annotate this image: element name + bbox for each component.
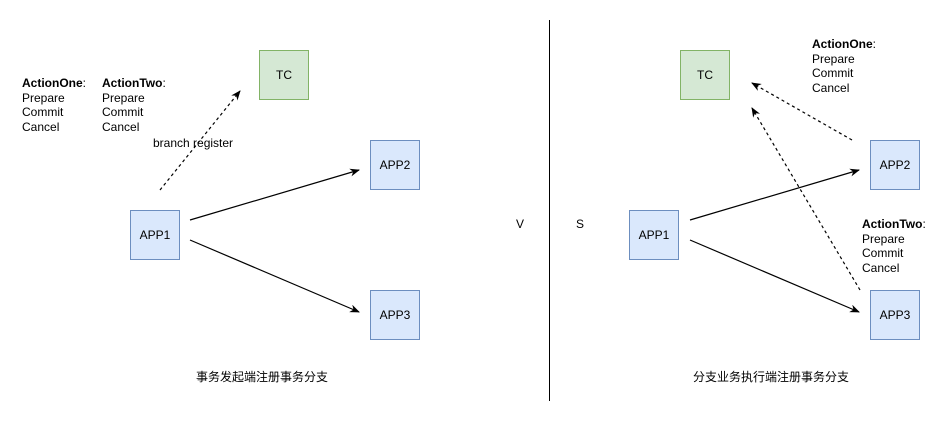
edge-app3-to-tc-dashed-right	[751, 107, 861, 291]
app1-node-left: APP1	[130, 210, 180, 260]
app1-node-right-label: APP1	[638, 228, 670, 242]
tc-node-left: TC	[259, 50, 309, 100]
action-one-label-right: ActionOne: Prepare Commit Cancel	[812, 37, 877, 95]
action-two-line-3-right: Cancel	[862, 260, 900, 275]
caption-right: 分支业务执行端注册事务分支	[693, 370, 850, 384]
action-one-line-2-left: Commit	[22, 105, 64, 119]
action-two-line-1-right: Prepare	[862, 231, 905, 246]
action-one-line-2-right: Commit	[812, 66, 854, 80]
edge-app1-to-app2-left	[189, 168, 360, 221]
edge-app1-to-app3-right	[689, 239, 860, 313]
action-two-title-left: ActionTwo	[102, 76, 163, 90]
app1-node-right: APP1	[629, 210, 679, 260]
action-one-line-1-right: Prepare	[812, 51, 855, 66]
app3-node-right-label: APP3	[879, 308, 911, 322]
vertical-divider	[549, 20, 550, 401]
action-two-line-3-left: Cancel	[102, 119, 140, 134]
action-two-label-right: ActionTwo: Prepare Commit Cancel	[862, 217, 926, 275]
middle-v-label: V	[516, 217, 525, 231]
tc-node-right: TC	[680, 50, 730, 100]
app2-node-right-label: APP2	[879, 158, 911, 172]
action-two-line-2-right: Commit	[862, 246, 904, 260]
app3-node-right: APP3	[870, 290, 920, 340]
edge-app2-to-tc-dashed-right	[751, 82, 853, 141]
action-one-line-3-right: Cancel	[812, 80, 850, 95]
action-two-title-right: ActionTwo	[862, 217, 923, 231]
action-two-label-left: ActionTwo: Prepare Commit Cancel	[102, 76, 166, 134]
action-two-line-1-left: Prepare	[102, 90, 145, 105]
app2-node-right: APP2	[870, 140, 920, 190]
app1-node-left-label: APP1	[139, 228, 171, 242]
edge-app1-to-app3-left	[189, 239, 360, 313]
caption-left: 事务发起端注册事务分支	[196, 370, 329, 384]
edge-app1-to-app2-right	[689, 168, 860, 221]
tc-node-left-label: TC	[276, 68, 292, 82]
branch-register-label: branch register	[153, 136, 234, 150]
action-two-line-2-left: Commit	[102, 105, 144, 119]
app3-node-left-label: APP3	[379, 308, 411, 322]
action-one-title-right: ActionOne	[812, 37, 873, 51]
tc-node-right-label: TC	[697, 68, 713, 82]
action-one-line-3-left: Cancel	[22, 119, 60, 134]
middle-s-label: S	[576, 217, 585, 231]
action-one-line-1-left: Prepare	[22, 90, 65, 105]
app2-node-left: APP2	[370, 140, 420, 190]
action-one-title-left: ActionOne	[22, 76, 83, 90]
action-one-label-left: ActionOne: Prepare Commit Cancel	[22, 76, 87, 134]
app3-node-left: APP3	[370, 290, 420, 340]
app2-node-left-label: APP2	[379, 158, 411, 172]
